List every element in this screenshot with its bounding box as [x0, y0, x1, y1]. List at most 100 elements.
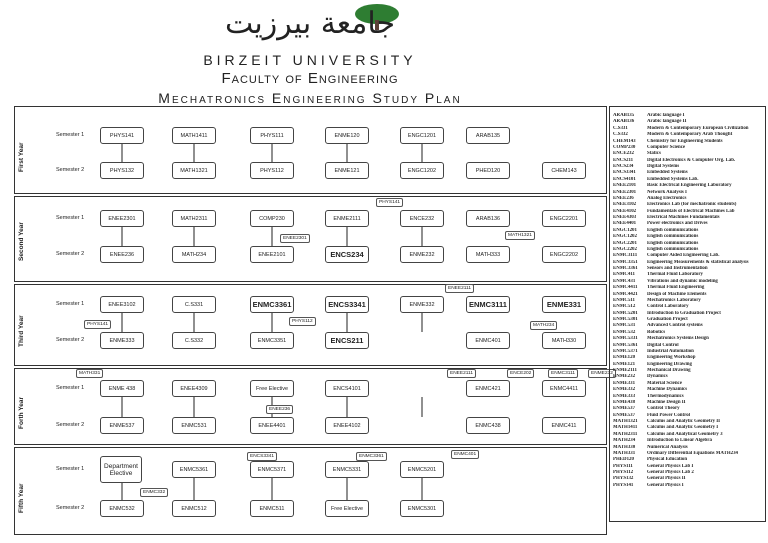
course-box[interactable]: PHYS112: [250, 162, 294, 179]
course-box[interactable]: ENME2111: [325, 210, 369, 227]
course-box[interactable]: ENMC438: [466, 417, 510, 434]
course-box[interactable]: ENME121: [325, 162, 369, 179]
course-box[interactable]: ENMC5301: [400, 500, 444, 517]
course-box[interactable]: ENEE4309: [172, 380, 216, 397]
course-box[interactable]: MATH1411: [172, 127, 216, 144]
legend-name: Introduction to Graduation Project: [647, 310, 721, 316]
course-box[interactable]: ENEE236: [100, 246, 144, 263]
legend-code: ENMC511: [613, 297, 636, 303]
course-box[interactable]: MATH2311: [172, 210, 216, 227]
course-box[interactable]: ENCS211: [325, 332, 369, 349]
course-box[interactable]: ENEE4401: [250, 417, 294, 434]
course-box[interactable]: ENMC5361: [172, 461, 216, 478]
course-box[interactable]: C.S331: [172, 296, 216, 313]
course-box[interactable]: ENCE232: [400, 210, 444, 227]
legend-name: Basic Electrical Engineering Laboratory: [647, 183, 732, 189]
course-box[interactable]: PHED120: [466, 162, 510, 179]
course-box[interactable]: MATH234: [172, 246, 216, 263]
course-box[interactable]: ENMC532: [100, 500, 144, 517]
course-box[interactable]: ENEE2301: [100, 210, 144, 227]
prerequisite-tag: PHYS141: [376, 198, 404, 207]
university-name: BIRZEIT UNIVERSITY: [203, 52, 417, 68]
course-box[interactable]: COMP230: [250, 210, 294, 227]
course-box[interactable]: Free Elective: [250, 380, 294, 397]
course-box[interactable]: CHEM143: [542, 162, 586, 179]
course-box[interactable]: ENMC5201: [400, 461, 444, 478]
legend-code: ENGC2202: [613, 246, 637, 252]
course-box[interactable]: ENMC531: [172, 417, 216, 434]
legend-code: ENMC411: [613, 272, 636, 278]
semester-label: Semester 2: [56, 337, 85, 343]
course-box[interactable]: ENCS234: [325, 246, 369, 263]
legend-name: Engineering Measurements & statistical a…: [647, 259, 749, 265]
course-box[interactable]: ARAB136: [466, 210, 510, 227]
legend-name: English communications: [647, 227, 699, 233]
course-box[interactable]: PHYS141: [100, 127, 144, 144]
course-box[interactable]: ENME 438: [100, 380, 144, 397]
course-box[interactable]: ENME232: [400, 246, 444, 263]
legend-name: Electronics Lab (for mechatronic student…: [647, 202, 737, 208]
legend-code: ENCS4101: [613, 176, 636, 182]
course-box[interactable]: ENCS3341: [325, 296, 369, 313]
legend-name: Embedded Systems Lab.: [647, 176, 699, 182]
course-box[interactable]: ENCS4101: [325, 380, 369, 397]
semester-label: Semester 1: [56, 215, 85, 221]
course-box[interactable]: ENMC3111: [466, 296, 510, 313]
course-box[interactable]: PHYS111: [250, 127, 294, 144]
course-box[interactable]: ENGC2201: [542, 210, 586, 227]
course-box[interactable]: ENME120: [325, 127, 369, 144]
course-box[interactable]: ENGC2202: [542, 246, 586, 263]
course-box[interactable]: ENMC4411: [542, 380, 586, 397]
legend-name: Modern & Contemporary European Civilizat…: [647, 125, 749, 131]
course-box[interactable]: PHYS132: [100, 162, 144, 179]
course-box[interactable]: ENME333: [100, 332, 144, 349]
course-box[interactable]: ENMC421: [466, 380, 510, 397]
course-box[interactable]: ENEE3102: [100, 296, 144, 313]
course-box[interactable]: Free Elective: [325, 500, 369, 517]
legend-code: ENGC1201: [613, 227, 637, 233]
course-box[interactable]: ENMC5371: [250, 461, 294, 478]
course-box[interactable]: ENMC411: [542, 417, 586, 434]
course-box[interactable]: ENEE2101: [250, 246, 294, 263]
course-box[interactable]: ENMC3361: [250, 296, 294, 313]
legend-name: Statics: [647, 151, 661, 157]
course-box[interactable]: ENMC3351: [250, 332, 294, 349]
course-box[interactable]: MATH330: [542, 332, 586, 349]
semester-label: Semester 1: [56, 466, 85, 472]
course-box[interactable]: MATH1321: [172, 162, 216, 179]
course-box[interactable]: Department Elective: [100, 456, 142, 483]
course-box[interactable]: MATH333: [466, 246, 510, 263]
semester-label: Semester 2: [56, 422, 85, 428]
course-box[interactable]: ENMC401: [466, 332, 510, 349]
course-box[interactable]: ENEE4102: [325, 417, 369, 434]
course-box[interactable]: ENME537: [100, 417, 144, 434]
course-box[interactable]: ENMC5331: [325, 461, 369, 478]
course-box[interactable]: C.S332: [172, 332, 216, 349]
course-box[interactable]: ENGC1202: [400, 162, 444, 179]
course-box[interactable]: ENME332: [400, 296, 444, 313]
course-box[interactable]: ENME331: [542, 296, 586, 313]
course-box[interactable]: ARAB135: [466, 127, 510, 144]
legend-code: ENEE2101: [613, 183, 637, 189]
legend-name: Calculus and Analytic Geometry II: [647, 419, 721, 424]
legend-name: Introduction to Linear Algebra: [647, 438, 712, 444]
course-box[interactable]: ENMC511: [250, 500, 294, 517]
course-box[interactable]: ENMC512: [172, 500, 216, 517]
year-band: [14, 106, 607, 194]
course-box[interactable]: ENGC1201: [400, 127, 444, 144]
